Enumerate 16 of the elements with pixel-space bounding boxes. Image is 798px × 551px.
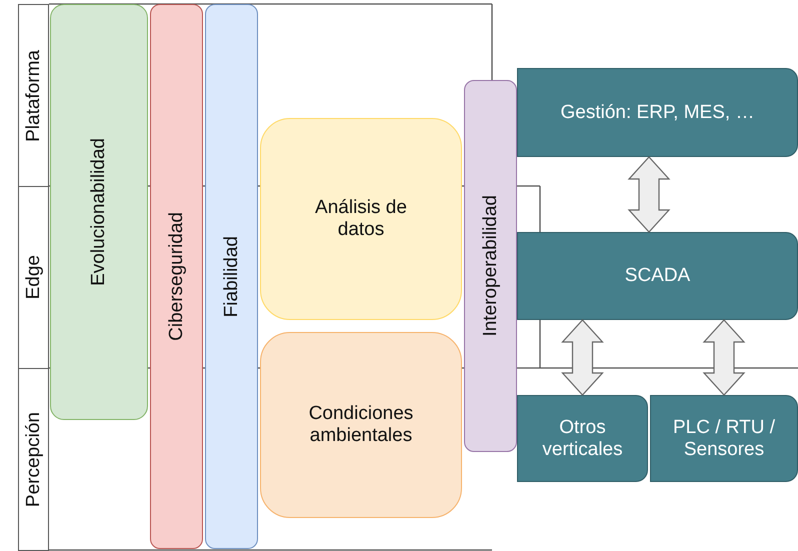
cross-cutting-bar: Ciberseguridad bbox=[150, 4, 203, 549]
system-box: SCADA bbox=[517, 232, 798, 320]
double-arrow bbox=[702, 319, 746, 396]
double-arrow bbox=[628, 156, 670, 233]
function-box: Condiciones ambientales bbox=[260, 332, 462, 518]
layer-label: Edge bbox=[18, 186, 49, 369]
cross-cutting-bar: Fiabilidad bbox=[205, 4, 258, 549]
function-box: Análisis de datos bbox=[260, 118, 462, 320]
cross-cutting-bar: Evolucionabilidad bbox=[50, 4, 148, 420]
layer-label: Percepción bbox=[18, 368, 49, 551]
layer-label: Plataforma bbox=[18, 4, 49, 187]
system-box: Otros verticales bbox=[517, 395, 648, 482]
system-box: PLC / RTU / Sensores bbox=[650, 395, 798, 482]
system-box: Gestión: ERP, MES, … bbox=[517, 68, 798, 157]
cross-cutting-bar: Interoperabilidad bbox=[464, 80, 517, 452]
double-arrow bbox=[561, 319, 604, 396]
